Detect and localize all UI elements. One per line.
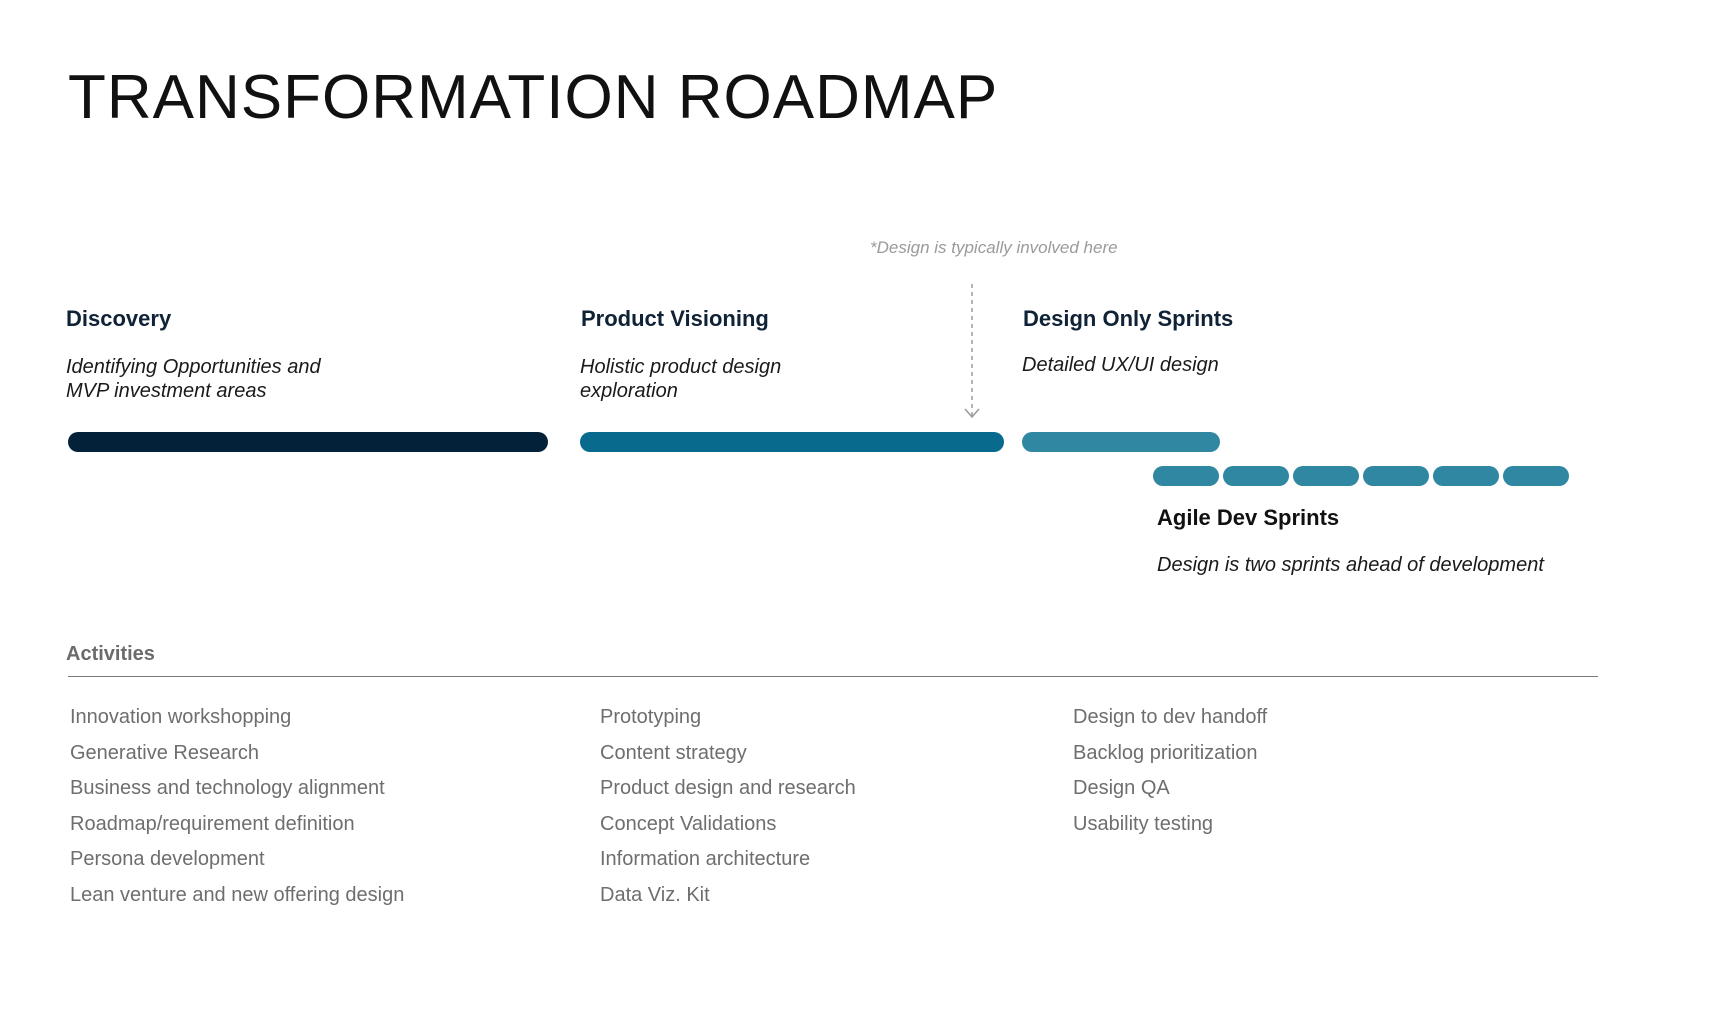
activity-item: Information architecture bbox=[600, 848, 811, 870]
phase-title-discovery: Discovery bbox=[66, 306, 172, 331]
phase-desc-discovery: Identifying Opportunities and MVP invest… bbox=[66, 355, 321, 403]
phase-desc-line: Identifying Opportunities and bbox=[66, 356, 321, 378]
activities-heading: Activities bbox=[66, 643, 155, 665]
phase-title-design-only-sprints: Design Only Sprints bbox=[1023, 306, 1234, 331]
activity-item: Persona development bbox=[70, 848, 265, 870]
agile-sprint-row bbox=[1153, 466, 1569, 486]
activity-item: Lean venture and new offering design bbox=[70, 883, 405, 906]
dashed-down-arrow-icon bbox=[964, 284, 980, 419]
activity-item: Data Viz. Kit bbox=[600, 883, 710, 906]
agile-title: Agile Dev Sprints bbox=[1157, 505, 1340, 530]
phase-desc-line: MVP investment areas bbox=[66, 380, 267, 402]
agile-sprint-pill bbox=[1223, 466, 1289, 486]
activity-item: Backlog prioritization bbox=[1073, 741, 1258, 764]
activity-item: Design QA bbox=[1073, 777, 1170, 799]
agile-sprint-pill bbox=[1293, 466, 1359, 486]
page-title: TRANSFORMATION ROADMAP bbox=[68, 63, 999, 132]
agile-sprint-pill bbox=[1153, 466, 1219, 486]
activity-item: Innovation workshopping bbox=[70, 706, 292, 728]
phase-title-product-visioning: Product Visioning bbox=[581, 306, 769, 331]
activities-divider bbox=[68, 676, 1598, 677]
activity-item: Content strategy bbox=[600, 741, 747, 764]
activity-item: Generative Research bbox=[70, 741, 259, 764]
agile-desc: Design is two sprints ahead of developme… bbox=[1157, 554, 1544, 576]
activity-item: Prototyping bbox=[600, 706, 702, 728]
activity-item: Usability testing bbox=[1073, 812, 1214, 835]
phase-desc-line: Detailed UX/UI design bbox=[1022, 354, 1219, 376]
phase-bar-design-only-sprints bbox=[1022, 432, 1220, 452]
phase-desc-line: exploration bbox=[580, 380, 678, 402]
agile-sprint-pill bbox=[1363, 466, 1429, 486]
activity-item: Roadmap/requirement definition bbox=[70, 812, 355, 835]
phase-bar-discovery bbox=[68, 432, 548, 452]
activity-item: Product design and research bbox=[600, 777, 856, 799]
design-involvement-note: *Design is typically involved here bbox=[870, 238, 1118, 257]
phase-desc-design-only-sprints: Detailed UX/UI design bbox=[1022, 353, 1219, 377]
activity-item: Business and technology alignment bbox=[70, 777, 385, 799]
phase-desc-line: Holistic product design bbox=[580, 356, 782, 378]
activity-item: Design to dev handoff bbox=[1073, 706, 1268, 728]
phase-desc-product-visioning: Holistic product design exploration bbox=[580, 355, 781, 403]
phase-bar-product-visioning bbox=[580, 432, 1004, 452]
activity-item: Concept Validations bbox=[600, 812, 777, 835]
agile-sprint-pill bbox=[1433, 466, 1499, 486]
agile-sprint-pill bbox=[1503, 466, 1569, 486]
